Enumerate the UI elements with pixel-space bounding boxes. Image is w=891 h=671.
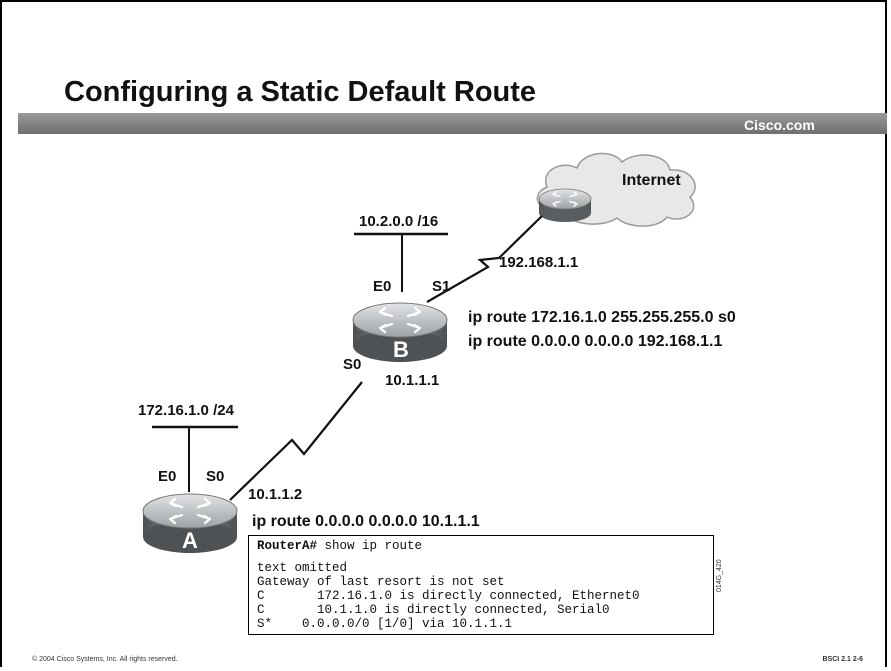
- router-b-s1-ip: 192.168.1.1: [499, 254, 578, 271]
- serial-link-b-internet: [426, 215, 543, 303]
- router-b-s0-ip: 10.1.1.1: [385, 372, 439, 389]
- title-bar: [18, 113, 887, 134]
- serial-link-a-b: [229, 381, 363, 501]
- router-a-network: 172.16.1.0 /24: [138, 402, 235, 419]
- internet-label: Internet: [622, 172, 681, 189]
- router-b-s1-label: S1: [432, 278, 450, 295]
- router-b-command-1: ip route 172.16.1.0 255.255.255.0 s0: [468, 309, 736, 326]
- router-b-name: B: [393, 337, 409, 362]
- router-b-s0-label: S0: [343, 356, 361, 373]
- router-a-command: ip route 0.0.0.0 0.0.0.0 10.1.1.1: [252, 513, 480, 530]
- router-b-icon: [352, 302, 448, 362]
- router-a-e0-label: E0: [158, 468, 176, 485]
- terminal-line: text omitted: [257, 561, 348, 575]
- terminal-line: C 10.1.1.0 is directly connected, Serial…: [257, 603, 610, 617]
- footer-course-id: BSCI 2.1 2-6: [822, 656, 863, 663]
- internet-router-icon: [538, 188, 592, 222]
- figure-id: 014G_420: [716, 559, 723, 592]
- slide-title: Configuring a Static Default Route: [64, 76, 537, 108]
- terminal-spacer: [257, 553, 705, 561]
- routing-table-output: RouterA# show ip route text omitted Gate…: [248, 535, 714, 635]
- router-b-e0-label: E0: [373, 278, 391, 295]
- terminal-prompt: RouterA#: [257, 539, 318, 553]
- router-a-icon: [142, 493, 238, 553]
- terminal-line: S* 0.0.0.0/0 [1/0] via 10.1.1.1: [257, 617, 513, 631]
- terminal-line: C 172.16.1.0 is directly connected, Ethe…: [257, 589, 640, 603]
- router-b-command-2: ip route 0.0.0.0 0.0.0.0 192.168.1.1: [468, 333, 722, 350]
- brand-label: Cisco.com: [744, 117, 815, 133]
- router-a-name: A: [182, 528, 198, 553]
- router-a-s0-ip: 10.1.1.2: [248, 486, 302, 503]
- router-b-network: 10.2.0.0 /16: [359, 213, 438, 230]
- terminal-command: show ip route: [317, 539, 423, 553]
- router-a-s0-label: S0: [206, 468, 224, 485]
- terminal-line: Gateway of last resort is not set: [257, 575, 505, 589]
- footer-copyright: © 2004 Cisco Systems, Inc. All rights re…: [32, 656, 178, 663]
- terminal-command-line: RouterA# show ip route: [257, 539, 705, 553]
